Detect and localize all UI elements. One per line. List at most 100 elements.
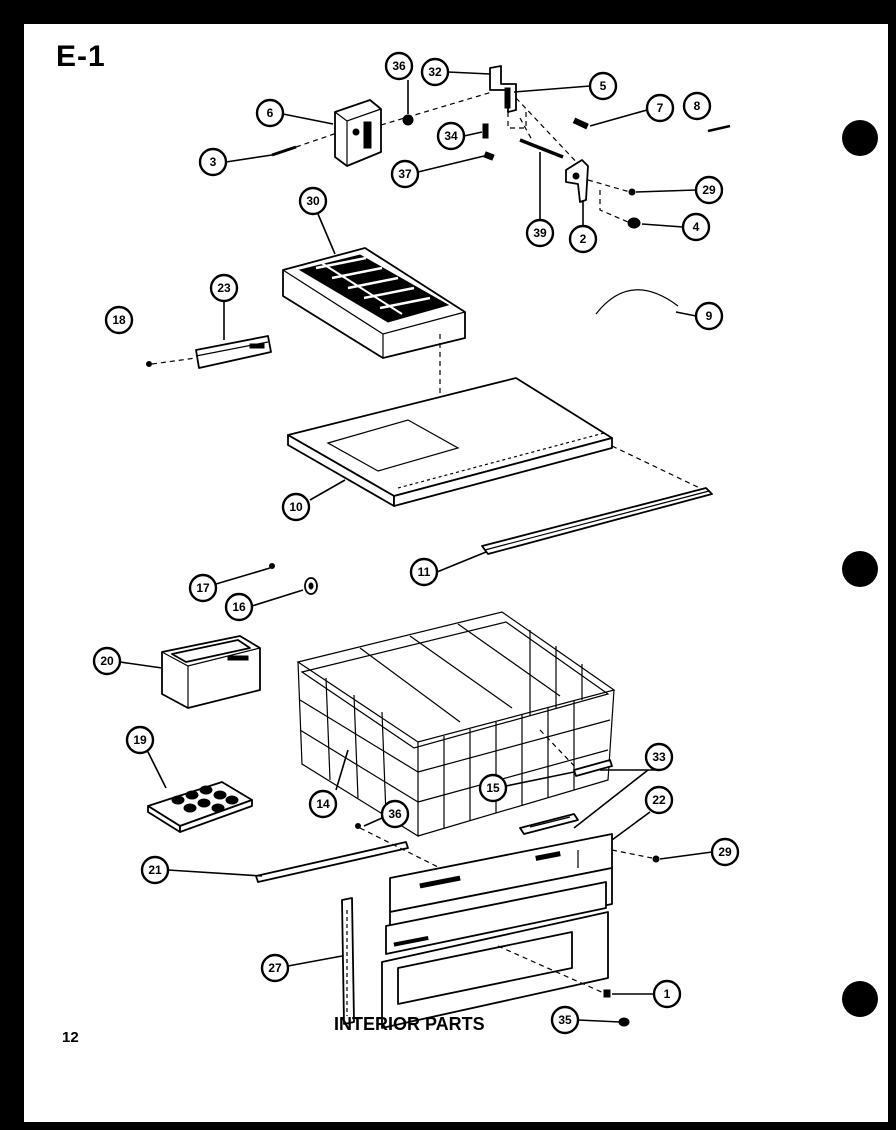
door-front-part xyxy=(381,881,609,1029)
screw-29b-part xyxy=(652,855,660,863)
callout-11: 11 xyxy=(409,557,439,587)
callout-32: 32 xyxy=(420,57,450,87)
screw-29-part xyxy=(628,188,636,196)
callout-8: 8 xyxy=(682,91,712,121)
binder-hole xyxy=(842,981,878,1017)
callout-2: 2 xyxy=(568,224,598,254)
shelf-10-part xyxy=(287,377,613,507)
svg-text:29: 29 xyxy=(718,845,732,859)
svg-text:37: 37 xyxy=(398,167,412,181)
svg-text:22: 22 xyxy=(652,793,666,807)
svg-text:34: 34 xyxy=(444,129,458,143)
svg-text:17: 17 xyxy=(196,581,210,595)
binder-hole xyxy=(842,120,878,156)
svg-text:35: 35 xyxy=(558,1013,572,1027)
svg-text:36: 36 xyxy=(388,807,402,821)
svg-text:8: 8 xyxy=(694,99,701,113)
trim-23-part xyxy=(195,335,272,369)
svg-text:6: 6 xyxy=(267,106,274,120)
callout-18: 18 xyxy=(104,305,134,335)
stop-15-part xyxy=(573,759,613,777)
svg-text:9: 9 xyxy=(706,309,713,323)
rod-39-part xyxy=(519,138,564,159)
callout-36b: 36 xyxy=(380,799,410,829)
cover-30-part xyxy=(282,247,466,359)
callout-17: 17 xyxy=(188,573,218,603)
callout-1: 1 xyxy=(652,979,682,1009)
callout-21: 21 xyxy=(140,855,170,885)
screw-18-part xyxy=(146,361,152,367)
callout-14: 14 xyxy=(308,789,338,819)
hinge-pin-part xyxy=(572,117,589,130)
pin-34-part xyxy=(482,123,489,139)
screw-37-part xyxy=(483,151,495,161)
callout-4: 4 xyxy=(681,212,711,242)
ice-tray-19-part xyxy=(147,781,253,833)
gasket-9-part xyxy=(595,289,679,315)
svg-text:29: 29 xyxy=(702,183,716,197)
svg-text:21: 21 xyxy=(148,863,162,877)
callout-39: 39 xyxy=(525,218,555,248)
rail-33-part xyxy=(519,813,579,835)
svg-text:7: 7 xyxy=(657,101,664,115)
bin-20-part xyxy=(161,635,261,709)
callout-9: 9 xyxy=(694,301,724,331)
bushing-16-part xyxy=(304,577,318,595)
callout-10: 10 xyxy=(281,492,311,522)
screw-35-part xyxy=(618,1017,630,1027)
control-box-part xyxy=(334,99,382,167)
callout-15: 15 xyxy=(478,773,508,803)
page-code: E-1 xyxy=(56,40,106,73)
screw-36b-part xyxy=(355,823,361,829)
pin-8-part xyxy=(707,124,731,133)
svg-text:10: 10 xyxy=(289,500,303,514)
callout-23: 23 xyxy=(209,273,239,303)
screw-3-part xyxy=(271,145,297,157)
svg-text:27: 27 xyxy=(268,961,282,975)
svg-text:3: 3 xyxy=(210,155,217,169)
callout-30: 30 xyxy=(298,186,328,216)
svg-text:33: 33 xyxy=(652,750,666,764)
callout-6: 6 xyxy=(255,98,285,128)
lower-hinge-part xyxy=(565,159,589,203)
svg-text:15: 15 xyxy=(486,781,500,795)
strip-21-part xyxy=(255,841,409,883)
screw-17-part xyxy=(269,563,275,569)
svg-text:14: 14 xyxy=(316,797,330,811)
svg-text:1: 1 xyxy=(664,987,671,1001)
svg-text:32: 32 xyxy=(428,65,442,79)
svg-text:16: 16 xyxy=(232,600,246,614)
page-number: 12 xyxy=(62,1029,79,1046)
callout-33: 33 xyxy=(644,742,674,772)
svg-text:20: 20 xyxy=(100,654,114,668)
callout-35: 35 xyxy=(550,1005,580,1035)
callout-34: 34 xyxy=(436,121,466,151)
svg-text:36: 36 xyxy=(392,59,406,73)
screw-1-part xyxy=(603,989,611,998)
svg-text:23: 23 xyxy=(217,281,231,295)
callout-5: 5 xyxy=(588,71,618,101)
wire-basket-14-part xyxy=(296,611,616,838)
callout-16: 16 xyxy=(224,592,254,622)
callout-27: 27 xyxy=(260,953,290,983)
hinge-bracket-part xyxy=(489,65,517,113)
callout-22: 22 xyxy=(644,785,674,815)
svg-text:30: 30 xyxy=(306,194,320,208)
rail-11-part xyxy=(481,487,713,555)
svg-text:19: 19 xyxy=(133,733,147,747)
callout-19: 19 xyxy=(125,725,155,755)
binder-hole xyxy=(842,551,878,587)
callout-3: 3 xyxy=(198,147,228,177)
callout-29b: 29 xyxy=(710,837,740,867)
bushing-4-part xyxy=(627,217,641,229)
callout-37: 37 xyxy=(390,159,420,189)
callout-29: 29 xyxy=(694,175,724,205)
svg-text:11: 11 xyxy=(418,565,431,579)
svg-text:4: 4 xyxy=(693,220,700,234)
svg-text:39: 39 xyxy=(533,226,547,240)
nut-36-part xyxy=(402,114,414,126)
callout-20: 20 xyxy=(92,646,122,676)
svg-text:5: 5 xyxy=(600,79,607,93)
svg-text:18: 18 xyxy=(112,313,126,327)
